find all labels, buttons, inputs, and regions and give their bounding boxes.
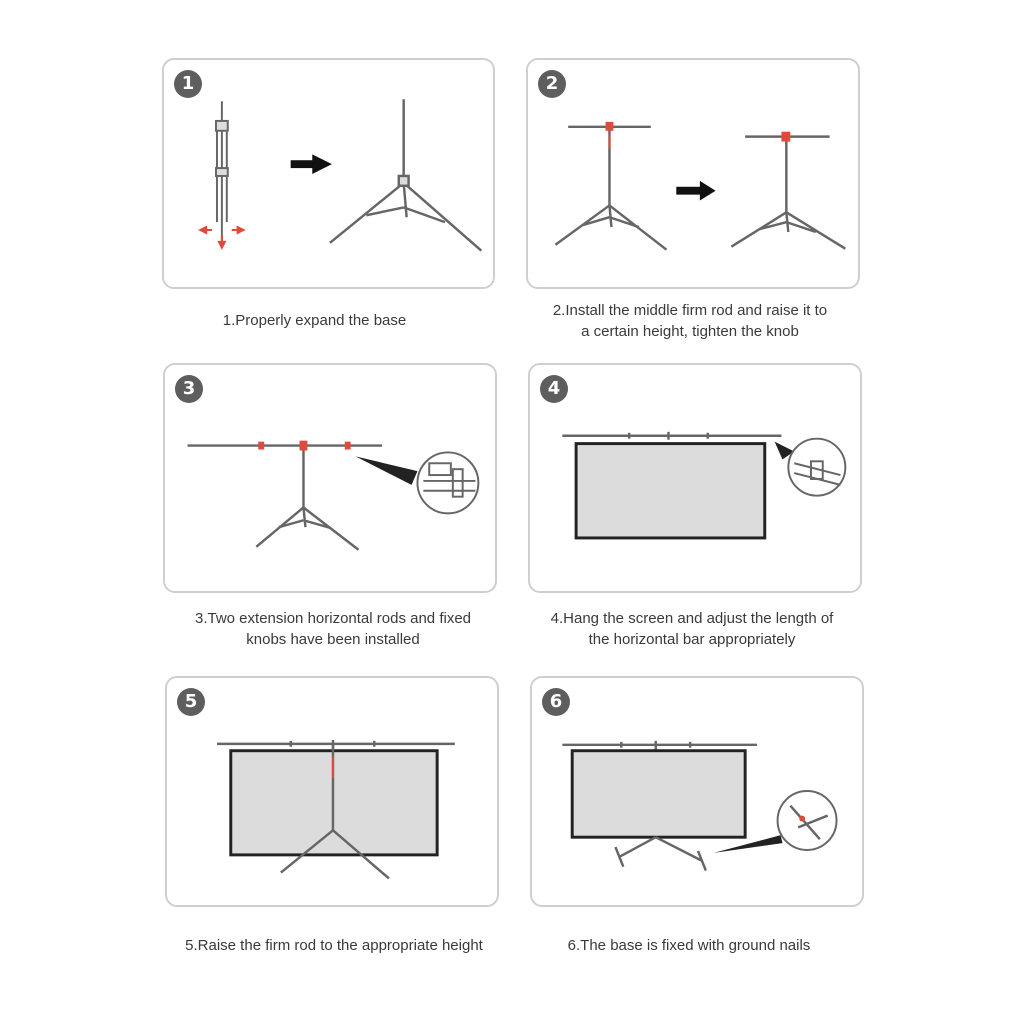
- knob-red: [781, 131, 791, 142]
- projection-screen: [574, 442, 767, 540]
- step-4-caption: 4.Hang the screen and adjust the length …: [550, 610, 834, 648]
- zoom-pointer: [774, 441, 795, 460]
- knob-detail-magnifier: [416, 451, 480, 515]
- extension-rods-installed-illustration: [187, 440, 480, 551]
- install-middle-rod-illustration: [554, 121, 846, 251]
- step-5-caption: 5.Raise the firm rod to the appropriate …: [185, 937, 483, 954]
- ground-nails-illustration: [562, 740, 838, 872]
- bar-end-magnifier: [787, 437, 847, 497]
- zoom-pointer: [355, 456, 418, 485]
- step-1-panel: 1: [162, 58, 495, 289]
- step-number-badge: 5: [177, 688, 205, 716]
- arrow-right-icon: [290, 154, 332, 174]
- knob-red: [605, 121, 614, 131]
- step-3-caption: 3.Two extension horizontal rods and fixe…: [195, 610, 471, 648]
- step-number-badge: 1: [174, 70, 202, 98]
- fixed-knobs-red: [258, 440, 351, 451]
- step-5-panel: 5: [165, 676, 499, 907]
- hang-screen-illustration: [562, 431, 847, 540]
- raise-rod-illustration: [217, 739, 455, 880]
- expand-arrows-red: [198, 225, 246, 250]
- step-number-badge: 2: [538, 70, 566, 98]
- horizontal-bar: [562, 740, 757, 750]
- tripod-with-raised-bar: [730, 135, 846, 250]
- step-6-caption: 6.The base is fixed with ground nails: [567, 937, 811, 954]
- folded-tripod: [215, 101, 229, 243]
- expanded-tripod: [329, 99, 483, 252]
- tripod-with-extended-bar: [187, 444, 383, 551]
- projection-screen: [570, 749, 747, 839]
- step-number-badge: 4: [540, 375, 568, 403]
- horizontal-bar: [217, 739, 455, 749]
- step-3-panel: 3: [163, 363, 497, 593]
- step-1-caption: 1.Properly expand the base: [222, 312, 407, 329]
- step-2-panel: 2: [526, 58, 860, 289]
- tripod-base: [614, 836, 707, 872]
- folded-to-expanded-tripod-illustration: [198, 99, 483, 252]
- step-4-panel: 4: [528, 363, 862, 593]
- zoom-pointer: [713, 835, 783, 853]
- step-2-caption: 2.Install the middle firm rod and raise …: [552, 302, 828, 340]
- step-6-panel: 6: [530, 676, 864, 907]
- step-number-badge: 3: [175, 375, 203, 403]
- ground-nail-magnifier: [776, 790, 838, 851]
- tripod-with-short-bar: [554, 125, 668, 251]
- step-number-badge: 6: [542, 688, 570, 716]
- arrow-right-icon: [676, 180, 716, 201]
- horizontal-bar: [562, 431, 782, 440]
